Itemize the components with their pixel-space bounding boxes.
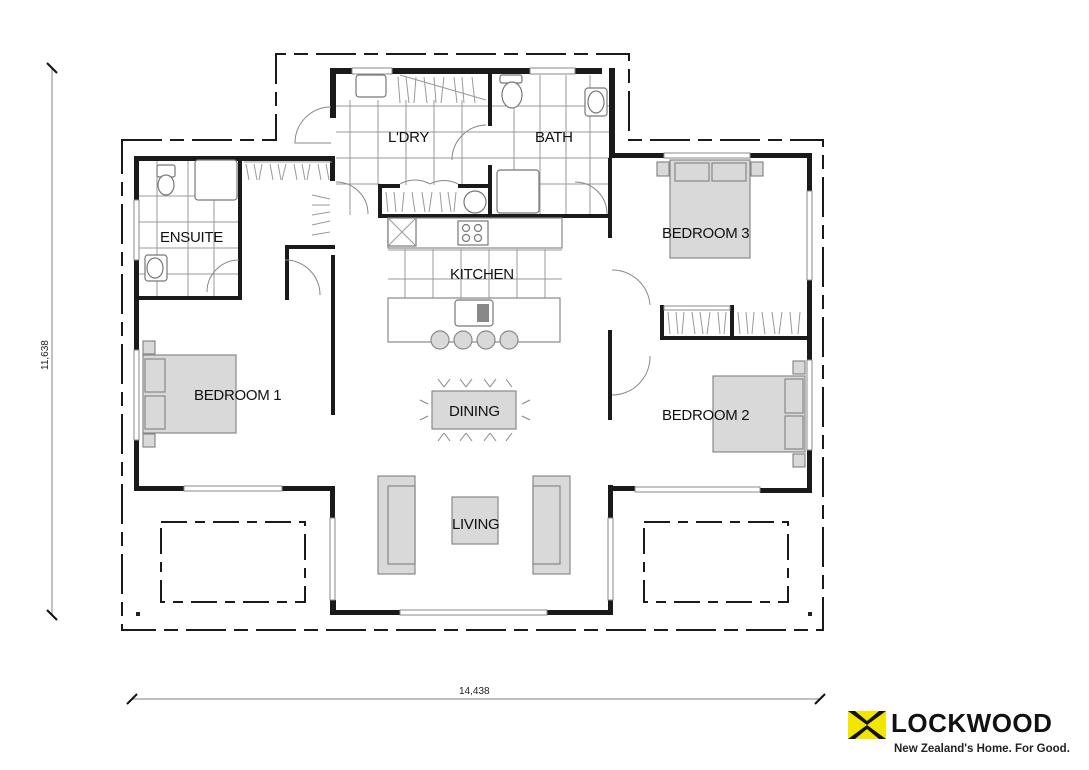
dimension-lines: 11,638 14,438 — [40, 62, 826, 705]
room-labels: ENSUITE L'DRY BATH KITCHEN BEDROOM 3 BED… — [160, 129, 750, 533]
windows — [133, 67, 813, 616]
label-bedroom1: BEDROOM 1 — [194, 387, 281, 404]
doors — [206, 106, 651, 396]
height-dimension: 11,638 — [40, 340, 51, 370]
label-bedroom3: BEDROOM 3 — [662, 225, 749, 242]
label-ensuite: ENSUITE — [160, 229, 223, 246]
label-bedroom2: BEDROOM 2 — [662, 407, 749, 424]
walls — [134, 68, 812, 615]
ensuite-basin — [146, 257, 164, 279]
beds — [142, 159, 806, 468]
cooktop — [457, 220, 489, 246]
ensuite-toilet — [157, 174, 175, 196]
label-laundry: L'DRY — [388, 129, 429, 146]
label-bath: BATH — [535, 129, 573, 146]
lockwood-mark-icon — [848, 711, 886, 739]
label-living: LIVING — [452, 516, 499, 533]
dining-table — [431, 390, 517, 430]
living-dining-furniture — [377, 378, 571, 575]
fixtures — [144, 74, 608, 282]
ensuite-shower — [194, 159, 238, 201]
laundry-tub — [355, 74, 387, 98]
brand-name: LOCKWOOD — [891, 708, 1053, 738]
brand-tagline: New Zealand's Home. For Good. — [894, 743, 1070, 755]
bath-basin — [587, 90, 605, 114]
coffee-table — [451, 496, 499, 545]
wardrobes — [244, 74, 801, 335]
label-dining: DINING — [449, 403, 500, 420]
bath-toilet — [501, 81, 523, 109]
kitchen-fixtures — [387, 217, 563, 350]
bath-shower — [496, 169, 540, 214]
width-dimension: 14,438 — [459, 686, 490, 697]
label-kitchen: KITCHEN — [450, 266, 514, 283]
tile-grid — [138, 75, 610, 298]
lockwood-logo: LOCKWOOD New Zealand's Home. For Good. — [848, 708, 1078, 763]
roof-outline — [121, 53, 824, 631]
